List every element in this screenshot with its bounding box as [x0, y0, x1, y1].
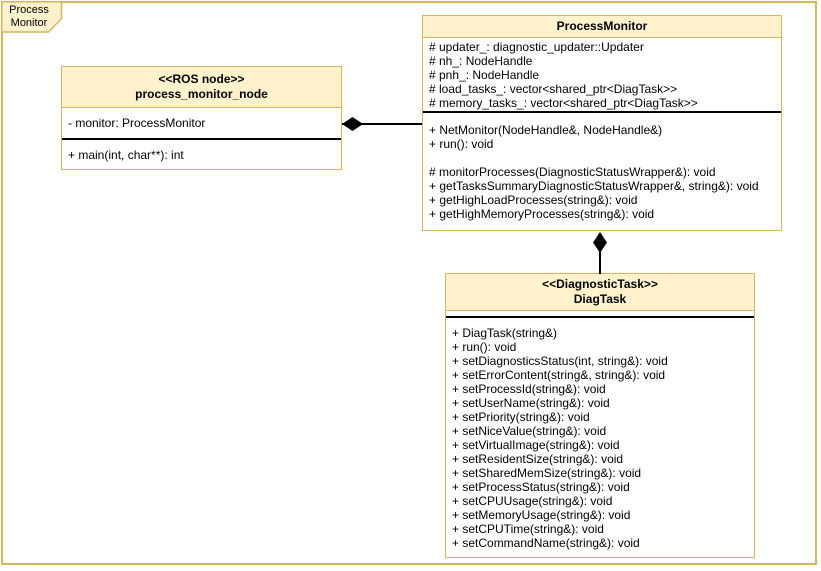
class-attributes — [446, 311, 754, 318]
method-row: + setCommandName(string&): void — [452, 535, 640, 550]
class-box-process-monitor[interactable]: ProcessMonitor # updater_: diagnostic_up… — [422, 15, 782, 231]
attribute-row: # pnh_: NodeHandle — [429, 67, 540, 82]
method-row: + NetMonitor(NodeHandle&, NodeHandle&) — [429, 122, 663, 137]
frame-tab[interactable] — [1, 1, 63, 33]
method-row: + setMemoryUsage(string&): void — [452, 507, 631, 522]
class-methods: + DiagTask(string&)+ run(): void+ setDia… — [446, 318, 754, 557]
class-name: DiagTask — [573, 292, 627, 306]
attribute-row: # nh_: NodeHandle — [429, 53, 533, 68]
class-header: <<DiagnosticTask>> DiagTask — [446, 274, 754, 311]
class-name: ProcessMonitor — [556, 19, 648, 33]
class-name: process_monitor_node — [135, 87, 268, 101]
class-stereotype: <<ROS node>> — [158, 72, 245, 86]
class-methods: + main(int, char**): int — [62, 140, 341, 169]
method-row: + run(): void — [429, 136, 494, 151]
class-methods: + NetMonitor(NodeHandle&, NodeHandle&)+ … — [423, 113, 781, 230]
method-row: + setResidentSize(string&): void — [452, 451, 624, 466]
attribute-row: # memory_tasks_: vector<shared_ptr<DiagT… — [429, 95, 698, 110]
method-row: + setProcessId(string&): void — [452, 381, 606, 396]
method-row: + setSharedMemSize(string&): void — [452, 465, 642, 480]
method-row — [423, 151, 781, 165]
composition-diamond-icon — [593, 232, 607, 253]
method-row: + setNiceValue(string&): void — [452, 423, 607, 438]
method-row: # monitorProcesses(DiagnosticStatusWrapp… — [429, 164, 716, 179]
class-header: <<ROS node>> process_monitor_node — [62, 67, 341, 108]
attribute-row: # load_tasks_: vector<shared_ptr<DiagTas… — [429, 81, 678, 96]
method-row: + getHighLoadProcesses(string&): void — [429, 192, 638, 207]
method-row: + setCPUUsage(string&): void — [452, 493, 613, 508]
frame-tab-label: Process Monitor — [9, 3, 49, 29]
method-row: + getHighMemoryProcesses(string&): void — [429, 206, 655, 221]
method-row: + setVirtualImage(string&): void — [452, 437, 620, 452]
method-row: + setUserName(string&): void — [452, 395, 610, 410]
composition-diamond-icon — [342, 117, 363, 131]
method-row: + setCPUTime(string&): void — [452, 521, 604, 536]
attribute-row: # updater_: diagnostic_updater::Updater — [429, 39, 644, 54]
method-row: + setDiagnosticsStatus(int, string&): vo… — [452, 353, 668, 368]
method-row: + setProcessStatus(string&): void — [452, 479, 630, 494]
method-row: + DiagTask(string&) — [452, 325, 558, 340]
attribute-row: - monitor: ProcessMonitor — [68, 116, 206, 130]
method-row: + getTasksSummaryDiagnosticStatusWrapper… — [429, 178, 759, 193]
method-row: + run(): void — [452, 339, 517, 354]
class-header: ProcessMonitor — [423, 16, 781, 38]
composition-edge-monitor-diagtask[interactable] — [599, 252, 601, 274]
composition-edge-node-monitor[interactable] — [342, 123, 422, 125]
frame-tab-shape — [1, 1, 63, 33]
method-row: + main(int, char**): int — [68, 147, 184, 162]
class-box-process-monitor-node[interactable]: <<ROS node>> process_monitor_node - moni… — [61, 66, 342, 170]
class-box-diagtask[interactable]: <<DiagnosticTask>> DiagTask + DiagTask(s… — [445, 273, 755, 558]
method-row: + setErrorContent(string&, string&): voi… — [452, 367, 666, 382]
class-attributes: # updater_: diagnostic_updater::Updater#… — [423, 38, 781, 113]
class-attributes: - monitor: ProcessMonitor — [62, 108, 341, 140]
method-row: + setPriority(string&): void — [452, 409, 590, 424]
class-stereotype: <<DiagnosticTask>> — [542, 277, 658, 291]
